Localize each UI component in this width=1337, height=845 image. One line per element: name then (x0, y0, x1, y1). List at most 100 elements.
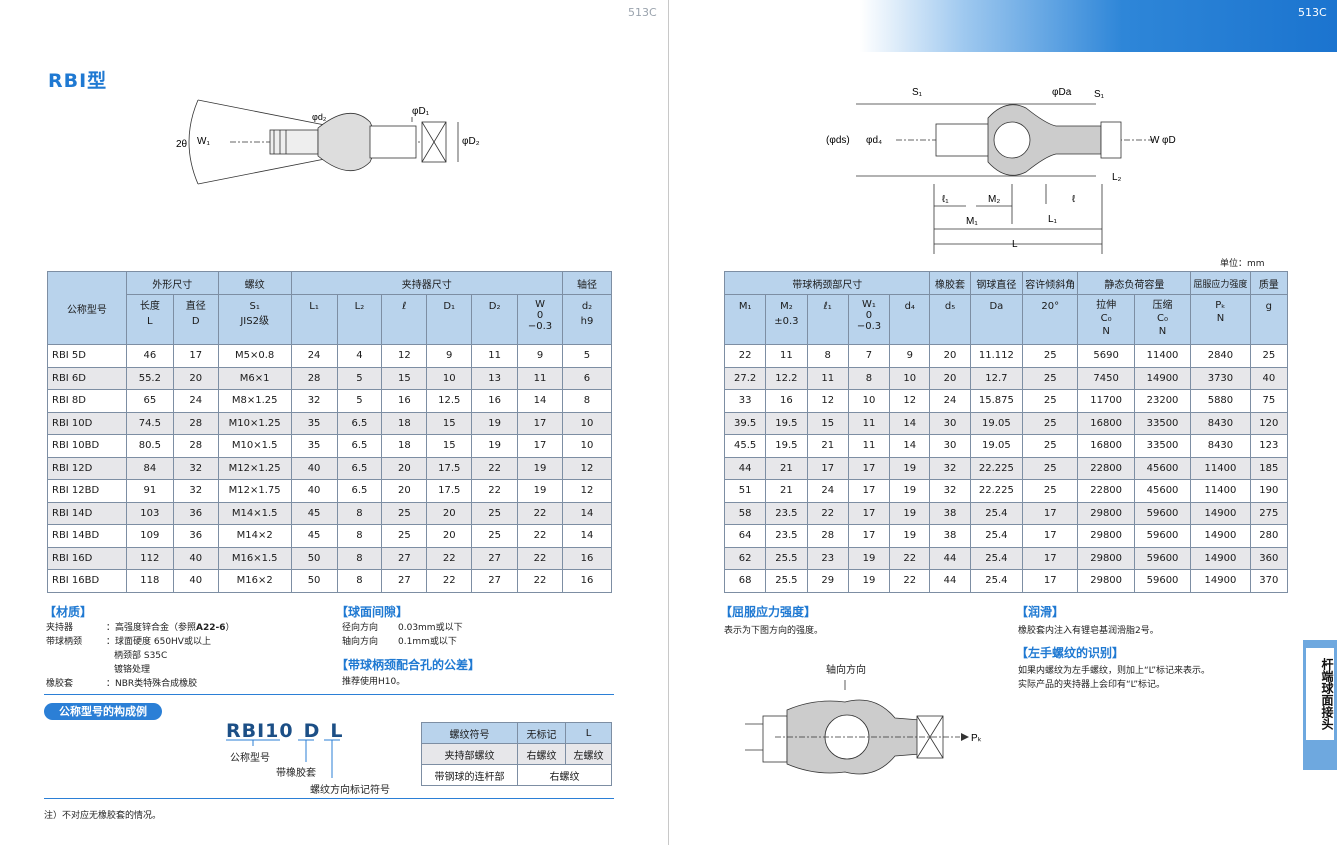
table-cell: 29800 (1077, 501, 1135, 525)
fit-text: 推荐使用H10。 (342, 677, 406, 687)
table-cell: M14×1.5 (217, 501, 292, 525)
table-cell: 17 (517, 411, 563, 435)
material-holder-key: 夹持器 (46, 623, 74, 633)
table-cell: M6×1 (217, 366, 292, 390)
clearance-radial-value: 0.03mm或以下 (398, 623, 463, 633)
lefthand-text1: 如果内螺纹为左手螺纹，则加上“L”标记来表示。 (1018, 666, 1210, 676)
table-cell: 8 (847, 366, 891, 390)
table-cell: 33 (723, 389, 767, 413)
model-cell: RBI 10D (47, 411, 127, 435)
table-cell: 22 (471, 479, 519, 503)
table-cell: 19 (471, 411, 519, 435)
table-cell: 10 (889, 366, 931, 390)
table-cell: 12 (806, 389, 849, 413)
table-cell: 80.5 (125, 434, 174, 458)
table-cell: 64 (723, 524, 767, 548)
table-cell: 11 (471, 344, 519, 368)
table-cell: 25 (1022, 434, 1079, 458)
table-cell: M14×2 (217, 524, 292, 548)
table-cell: 27 (471, 569, 519, 593)
table-cell: 22 (517, 501, 563, 525)
th-D1: D₁ (426, 294, 473, 345)
table-cell: 6.5 (336, 479, 383, 503)
table-cell: 29800 (1077, 546, 1135, 570)
table-cell: 17 (1022, 546, 1079, 570)
table-cell: 23.5 (765, 501, 808, 525)
side-tab-label: 杆端球面接头 (1306, 648, 1334, 740)
axial-direction-label: 轴向方向 (826, 665, 866, 676)
footer-divider (44, 798, 614, 799)
table-cell: 20 (426, 524, 473, 548)
ds-label: (φds) (826, 135, 850, 146)
table-cell: 25 (1022, 366, 1079, 390)
table-cell: 2840 (1190, 344, 1251, 368)
table-cell: 11 (847, 411, 891, 435)
footnote: 注）不对应无橡胶套的情况。 (44, 811, 162, 821)
model-cell: RBI 12BD (47, 479, 127, 503)
table-cell: 9 (426, 344, 473, 368)
table-cell: 28 (172, 434, 219, 458)
table-cell: 9 (517, 344, 563, 368)
model-cell: RBI 14BD (47, 524, 127, 548)
table-cell: 19 (889, 479, 931, 503)
table-cell: 7 (847, 344, 891, 368)
table-cell: 29 (806, 569, 849, 593)
table-cell: 11400 (1190, 456, 1251, 480)
lefthand-title: 【左手螺纹的识别】 (1016, 646, 1125, 660)
table-cell: 17 (1022, 569, 1079, 593)
table-cell: 28 (172, 411, 219, 435)
table-cell: 19 (847, 569, 891, 593)
table-cell: 16 (381, 389, 428, 413)
table-cell: 25 (471, 524, 519, 548)
table-cell: 15 (381, 366, 428, 390)
table-cell: 185 (1249, 456, 1289, 480)
table-cell: 5 (336, 389, 383, 413)
table-cell: 38 (929, 524, 971, 548)
th-M2: M₂ ±0.3 (765, 294, 808, 345)
yield-text: 表示为下图方向的强度。 (724, 626, 824, 636)
clearance-axial-value: 0.1mm或以下 (398, 637, 457, 647)
table-cell: 14 (889, 411, 931, 435)
w-label: W (1150, 135, 1160, 146)
table-cell: 8 (336, 569, 383, 593)
table-cell: 14900 (1190, 546, 1251, 570)
table-cell: 25.5 (765, 569, 808, 593)
table-cell: 15 (806, 411, 849, 435)
table-cell: 17 (1022, 524, 1079, 548)
table-cell: 44 (723, 456, 767, 480)
spec-table-left: 公称型号 外形尺寸 螺纹 夹持器尺寸 轴径 长度 L 直径 D S₁ JIS2级… (47, 271, 613, 593)
s1-label-b: S₁ (1094, 89, 1105, 100)
table-cell: 11 (517, 366, 563, 390)
table-cell: 20 (426, 501, 473, 525)
table-cell: 14 (561, 501, 613, 525)
table-cell: 59600 (1133, 524, 1192, 548)
table-cell: 24 (929, 389, 971, 413)
table-cell: 25.4 (969, 524, 1024, 548)
section-divider (44, 694, 614, 695)
table-cell: 8430 (1190, 434, 1251, 458)
table-cell: M16×2 (217, 569, 292, 593)
th-thread: 螺纹 (217, 271, 292, 295)
table-cell: 13 (471, 366, 519, 390)
th-yield: 屈服应力强度 (1190, 271, 1251, 295)
table-cell: 29800 (1077, 524, 1135, 548)
header-gradient (860, 0, 1337, 52)
table-cell: 11700 (1077, 389, 1135, 413)
table-cell: 59600 (1133, 501, 1192, 525)
model-cell: RBI 6D (47, 366, 127, 390)
th-dia: 直径 D (172, 294, 219, 345)
table-cell: 40 (1249, 366, 1289, 390)
th-load: 静态负荷容量 (1077, 271, 1192, 295)
table-cell: 15 (426, 411, 473, 435)
table-cell: 17 (806, 456, 849, 480)
model-cell: RBI 8D (47, 389, 127, 413)
table-cell: 22 (426, 546, 473, 570)
